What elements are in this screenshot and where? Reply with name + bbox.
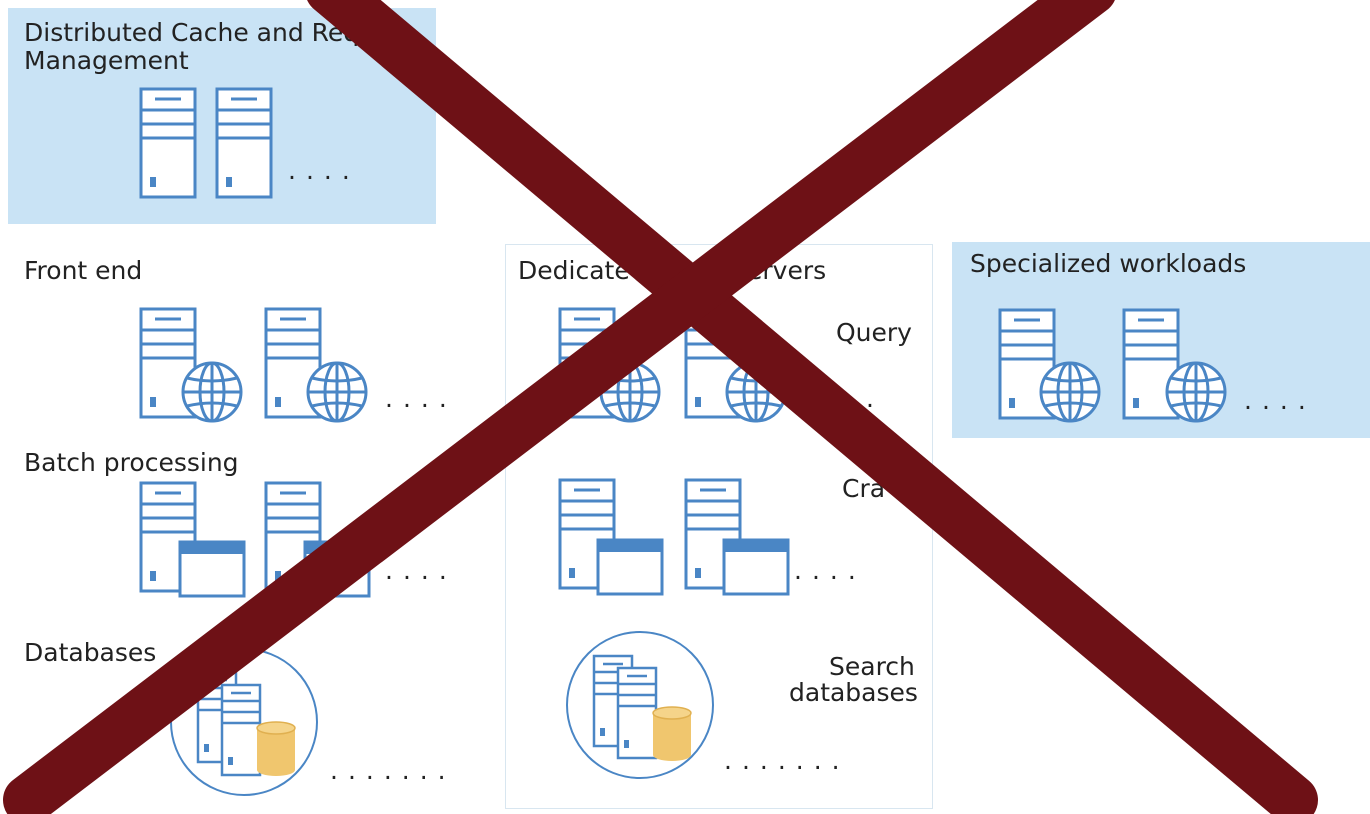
distributed-cache-dots: .... — [288, 156, 360, 185]
distributed-cache-title-line2: Management — [24, 46, 189, 75]
databases-title: Databases — [24, 638, 157, 667]
window-icon — [178, 540, 246, 598]
search-databases-dots: ....... — [724, 746, 850, 775]
front-end-title: Front end — [24, 256, 143, 285]
dedicated-servers-title-left: Dedicate — [518, 256, 630, 285]
database-group-icon — [170, 648, 318, 796]
specialized-workloads-title: Specialized workloads — [970, 249, 1247, 278]
batch-processing-title: Batch processing — [24, 448, 239, 477]
window-icon — [596, 538, 664, 596]
front-end-dots: .... — [385, 384, 457, 413]
batch-processing-dots: .... — [385, 556, 457, 585]
server-icon — [139, 87, 197, 199]
query-label: Query — [836, 318, 912, 347]
distributed-cache-title-line1: Distributed Cache and Req — [24, 18, 360, 47]
globe-icon — [1039, 361, 1101, 423]
crawl-dots: .... — [794, 556, 866, 585]
globe-icon — [181, 361, 243, 423]
globe-icon — [306, 361, 368, 423]
dedicated-servers-title-right: servers — [734, 256, 827, 285]
globe-icon — [725, 361, 787, 423]
crawl-label: Cra — [842, 474, 886, 503]
search-databases-label-line2: databases — [789, 678, 918, 707]
globe-icon — [599, 361, 661, 423]
window-icon — [722, 538, 790, 596]
search-database-group-icon — [566, 631, 714, 779]
window-icon — [303, 540, 371, 598]
databases-dots: ....... — [330, 756, 456, 785]
server-icon — [215, 87, 273, 199]
globe-icon — [1165, 361, 1227, 423]
search-databases-label-line1: Search — [829, 652, 915, 681]
query-dots: .. — [848, 384, 884, 413]
specialized-workloads-dots: .... — [1244, 386, 1316, 415]
